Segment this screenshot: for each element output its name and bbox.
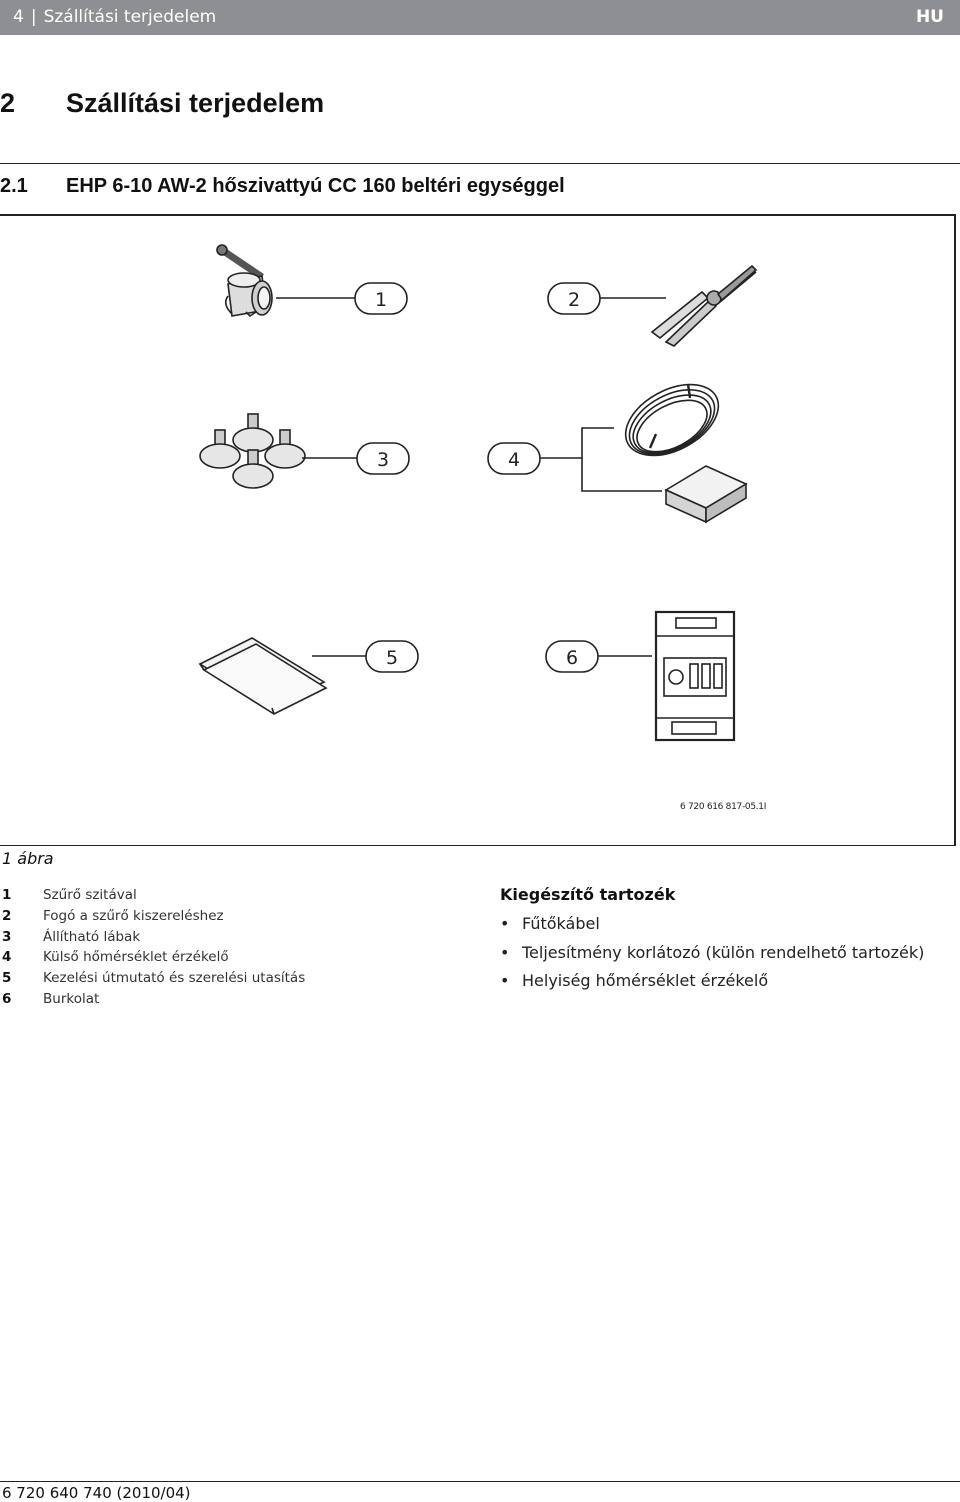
sensor-box-icon bbox=[664, 465, 748, 524]
accessory-item: • Teljesítmény korlátozó (külön rendelhet… bbox=[500, 941, 924, 970]
section-heading: 2.1 EHP 6-10 AW-2 hőszivattyú CC 160 belt… bbox=[0, 175, 565, 198]
bullet: • bbox=[500, 914, 510, 933]
legend-text: Fogó a szűrő kiszereléshez bbox=[43, 907, 224, 924]
footer-rule bbox=[0, 1481, 960, 1482]
accessory-item: • Helyiség hőmérséklet érzékelő bbox=[500, 969, 924, 998]
callout-5: 5 bbox=[365, 640, 419, 673]
legend-number: 6 bbox=[2, 990, 12, 1007]
svg-text:4: 4 bbox=[508, 449, 520, 471]
svg-text:1: 1 bbox=[375, 289, 387, 311]
section-title: EHP 6-10 AW-2 hőszivattyú CC 160 beltéri… bbox=[66, 175, 565, 197]
svg-text:5: 5 bbox=[386, 647, 398, 669]
manual-icon bbox=[198, 637, 328, 715]
figure-caption: 1 ábra bbox=[2, 849, 54, 868]
bullet: • bbox=[500, 971, 510, 990]
svg-text:6: 6 bbox=[566, 647, 578, 669]
filter-valve-icon bbox=[216, 244, 273, 318]
legend-item: 3 Állítható lábak bbox=[2, 927, 305, 948]
figure-illustration: 1 2 3 4 bbox=[198, 244, 758, 742]
chapter-number: 2 bbox=[0, 88, 16, 118]
sensor-cable-icon bbox=[624, 383, 720, 457]
language-code: HU bbox=[915, 7, 944, 27]
callout-1: 1 bbox=[354, 282, 408, 315]
callout-6: 6 bbox=[545, 640, 599, 673]
legend-item: 5 Kezelési útmutató és szerelési utasítás bbox=[2, 968, 305, 989]
accessory-text: Helyiség hőmérséklet érzékelő bbox=[522, 971, 769, 990]
page-number: 4 bbox=[13, 7, 24, 27]
figure-code: 6 720 616 817-05.1I bbox=[680, 802, 767, 812]
accessory-item: • Fűtőkábel bbox=[500, 912, 924, 941]
legend-text: Külső hőmérséklet érzékelő bbox=[43, 949, 229, 966]
cover-panel-icon bbox=[654, 610, 736, 742]
header-bar: 4 | Szállítási terjedelem HU bbox=[0, 0, 960, 35]
callout-2: 2 bbox=[547, 282, 601, 315]
legend-number: 4 bbox=[2, 949, 12, 966]
chapter-title: Szállítási terjedelem bbox=[66, 88, 325, 118]
bullet: • bbox=[500, 942, 510, 962]
legend-list: 1 Szűrő szitával 2 Fogó a szűrő kiszerelés… bbox=[2, 885, 305, 1010]
callout-4: 4 bbox=[487, 442, 541, 475]
document-number: 6 720 640 740 (2010/04) bbox=[2, 1484, 191, 1502]
accessory-text: Teljesítmény korlátozó (külön rendelhető… bbox=[522, 942, 925, 962]
figure-frame bbox=[0, 214, 956, 845]
header-section-title: Szállítási terjedelem bbox=[43, 7, 217, 27]
legend-item: 2 Fogó a szűrő kiszereléshez bbox=[2, 906, 305, 927]
legend-item: 6 Burkolat bbox=[2, 989, 305, 1010]
heading-rule bbox=[0, 163, 960, 164]
figure-bottom-rule bbox=[0, 845, 956, 846]
legend-number: 1 bbox=[2, 887, 12, 903]
accessories-list: • Fűtőkábel • Teljesítmény korlátozó (külö… bbox=[500, 912, 924, 998]
legend-text: Burkolat bbox=[43, 990, 100, 1007]
legend-number: 2 bbox=[2, 907, 12, 924]
legend-text: Kezelési útmutató és szerelési utasítás bbox=[43, 970, 306, 987]
adjustable-feet-icon bbox=[199, 413, 306, 489]
legend-text: Szűrő szitával bbox=[43, 887, 137, 903]
legend-text: Állítható lábak bbox=[43, 928, 141, 945]
legend-number: 5 bbox=[2, 970, 12, 987]
accessory-text: Fűtőkábel bbox=[522, 914, 600, 933]
pliers-icon bbox=[650, 264, 758, 347]
svg-text:2: 2 bbox=[568, 289, 580, 311]
header-separator: | bbox=[30, 7, 37, 27]
header-left: 4 | Szállítási terjedelem bbox=[13, 7, 216, 27]
legend-number: 3 bbox=[2, 928, 12, 945]
accessories-title: Kiegészítő tartozék bbox=[500, 885, 676, 904]
section-number: 2.1 bbox=[0, 175, 28, 197]
legend-item: 1 Szűrő szitával bbox=[2, 885, 305, 906]
svg-text:3: 3 bbox=[377, 449, 389, 471]
callout-3: 3 bbox=[356, 442, 410, 475]
chapter-heading: 2 Szállítási terjedelem bbox=[0, 88, 324, 119]
legend-item: 4 Külső hőmérséklet érzékelő bbox=[2, 947, 305, 968]
